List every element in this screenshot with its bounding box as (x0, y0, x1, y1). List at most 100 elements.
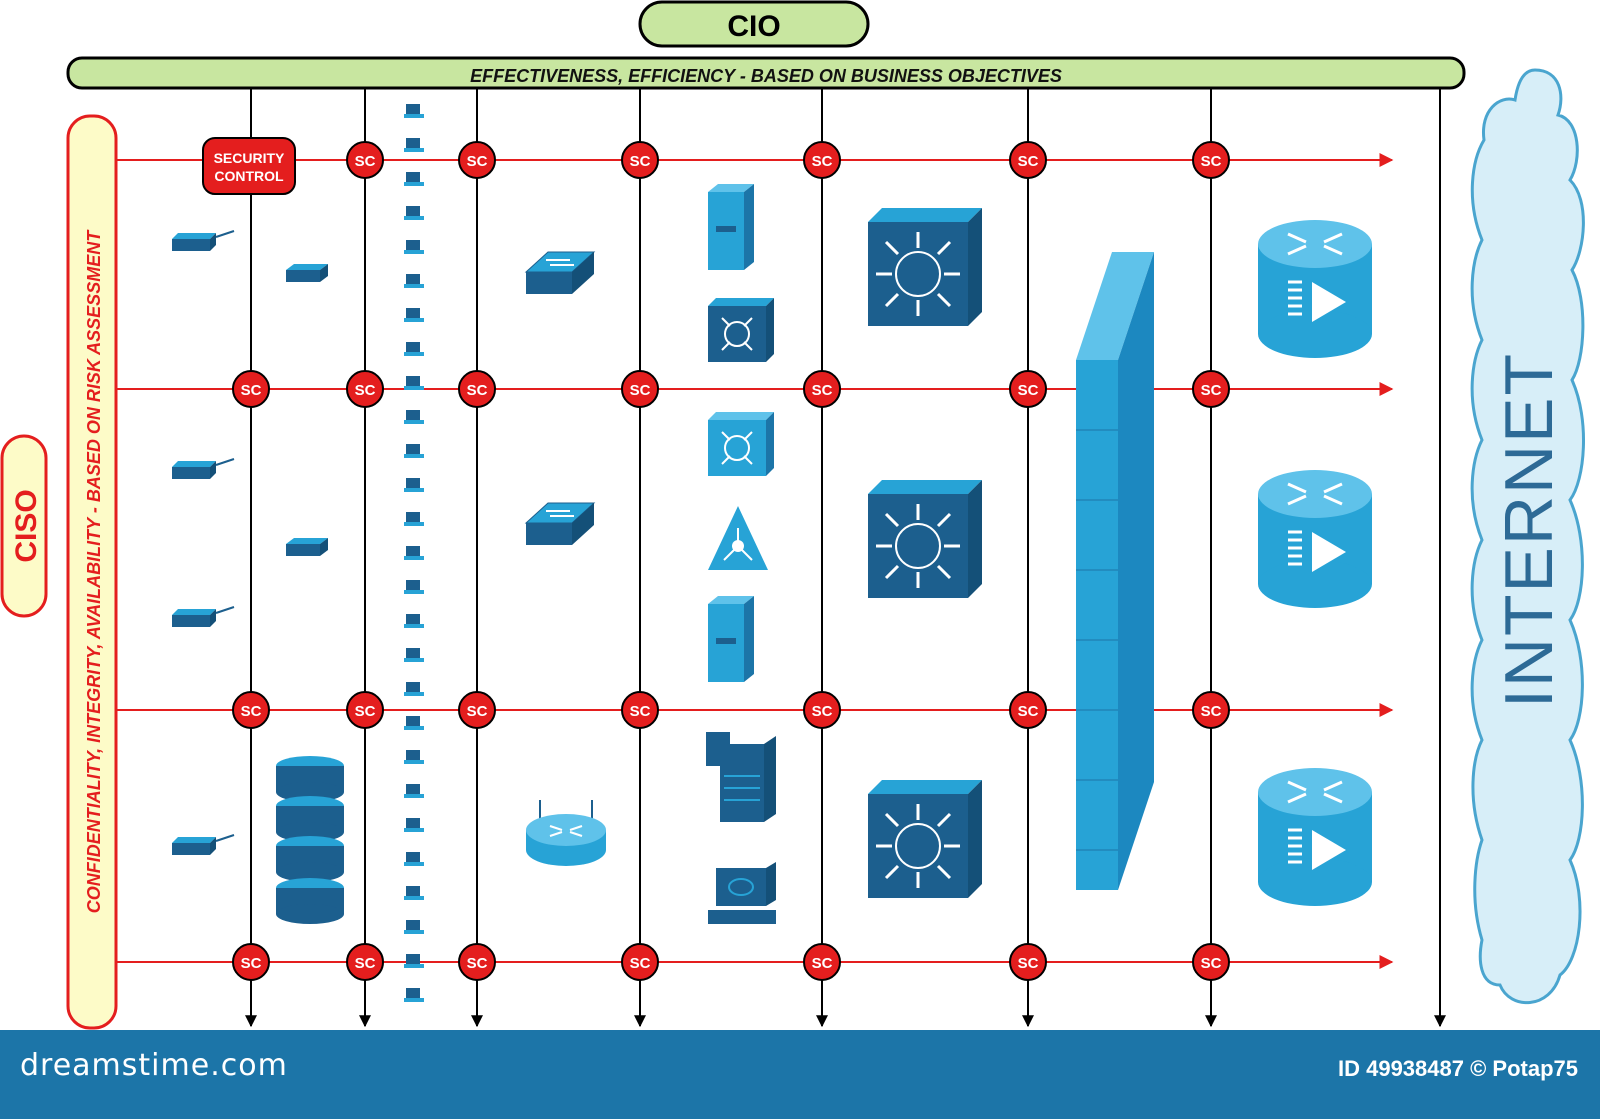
sc-node-label: SC (467, 703, 488, 720)
sc-node-circle (458, 370, 496, 408)
laptop-column (404, 104, 424, 1002)
sc-node: SC (232, 691, 270, 729)
risk-bar-text: CONFIDENTIALITY, INTEGRITY, AVAILABILITY… (84, 229, 104, 913)
cloud-icon (1470, 68, 1585, 1005)
internet-label: INTERNET (1491, 352, 1567, 708)
sc-node-label: SC (630, 955, 651, 972)
sc-node: SC (458, 370, 496, 408)
laptop-screen (406, 546, 420, 556)
switch-icon (286, 264, 328, 282)
laptop-base (404, 998, 424, 1002)
switch-icon (286, 538, 328, 556)
laptop-icon (404, 886, 424, 900)
laptop-screen (406, 580, 420, 590)
sc-node-circle (346, 691, 384, 729)
sc-node-circle (1009, 691, 1047, 729)
sc-node-label: SC (630, 703, 651, 720)
sc-node-circle (1192, 370, 1230, 408)
sc-node-label: SC (467, 382, 488, 399)
firewall-icon (1076, 252, 1154, 890)
laptop-base (404, 454, 424, 458)
server-icon (708, 184, 754, 270)
laptop-base (404, 590, 424, 594)
laptop-icon (404, 342, 424, 356)
sc-node: SC (621, 943, 659, 981)
objectives-bar-text: EFFECTIVENESS, EFFICIENCY - BASED ON BUS… (470, 66, 1062, 86)
layer3-switch-icon (708, 412, 774, 476)
laptop-base (404, 216, 424, 220)
laptop-icon (404, 478, 424, 492)
sc-node: SC (346, 691, 384, 729)
laptop-icon (404, 376, 424, 390)
laptop-icon (404, 750, 424, 764)
sc-node-label: SC (812, 955, 833, 972)
sc-node-circle (621, 943, 659, 981)
laptop-base (404, 556, 424, 560)
laptop-screen (406, 852, 420, 862)
sc-node-circle (803, 141, 841, 179)
laptop-base (404, 624, 424, 628)
laptop-base (404, 658, 424, 662)
sc-node-circle (346, 943, 384, 981)
laptop-screen (406, 614, 420, 624)
sc-node-label: SC (1018, 382, 1039, 399)
sc-node-circle (621, 370, 659, 408)
sc-node-label: SC (355, 955, 376, 972)
sc-node-label: SC (467, 955, 488, 972)
sc-node: SC (1009, 691, 1047, 729)
layer3-switch-icon (708, 298, 774, 362)
laptop-screen (406, 920, 420, 930)
laptop-icon (404, 716, 424, 730)
sc-node-circle (1192, 691, 1230, 729)
laptop-screen (406, 138, 420, 148)
sc-node-label: SC (241, 955, 262, 972)
sc-node-label: SC (1201, 382, 1222, 399)
sc-node: SC (232, 943, 270, 981)
ciso-pill (0, 434, 48, 618)
laptop-icon (404, 614, 424, 628)
sc-node: SC (1192, 691, 1230, 729)
laptop-screen (406, 274, 420, 284)
laptop-icon (404, 784, 424, 798)
mainframe-icon (706, 732, 776, 822)
sc-node: SC (346, 943, 384, 981)
laptop-icon (404, 546, 424, 560)
hub-icon (172, 458, 235, 479)
sc-node-label: SC (1018, 703, 1039, 720)
sc-node: SC (346, 141, 384, 179)
ciso-label: CISO (10, 489, 43, 562)
sc-node-label: SC (1201, 955, 1222, 972)
laptop-icon (404, 138, 424, 152)
sc-node-label: SC (630, 153, 651, 170)
sc-node-circle (458, 943, 496, 981)
sc-node-circle (346, 370, 384, 408)
laptop-base (404, 760, 424, 764)
laptop-base (404, 930, 424, 934)
vertical-flow-lines (245, 88, 1446, 1028)
core-switch-icon (868, 208, 982, 326)
hub-icon (172, 834, 235, 855)
sc-node: SC (1192, 141, 1230, 179)
laptop-screen (406, 444, 420, 454)
horizontal-control-lines (116, 153, 1394, 969)
laptop-screen (406, 308, 420, 318)
sc-node: SC (621, 141, 659, 179)
security-control-icon[interactable]: SECURITY CONTROL (202, 137, 296, 195)
sc-node-label: SC (241, 382, 262, 399)
laptop-screen (406, 410, 420, 420)
sc-node: SC (458, 141, 496, 179)
database-icon (276, 756, 344, 924)
sc-node-label: SC (467, 153, 488, 170)
laptop-icon (404, 410, 424, 424)
laptop-screen (406, 342, 420, 352)
laptop-icon (404, 444, 424, 458)
sc-node: SC (346, 370, 384, 408)
sc-node-circle (458, 691, 496, 729)
laptop-screen (406, 512, 420, 522)
sc-node: SC (621, 691, 659, 729)
router-icon (1258, 768, 1372, 906)
sc-node: SC (803, 943, 841, 981)
laptop-base (404, 318, 424, 322)
laptop-screen (406, 954, 420, 964)
